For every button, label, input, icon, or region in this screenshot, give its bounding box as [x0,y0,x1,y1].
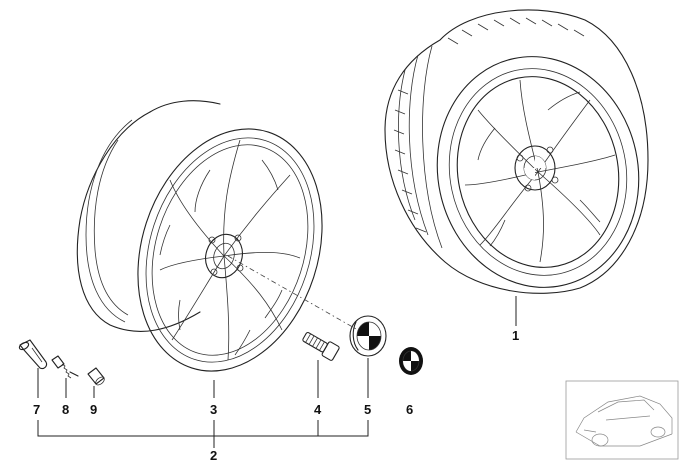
callout-1: 1 [512,328,519,343]
callout-9: 9 [90,402,97,417]
valve[interactable] [18,339,48,370]
callout-2: 2 [210,448,217,461]
callout-6: 6 [406,402,413,417]
wheel-bolt[interactable] [301,329,340,361]
callout-8: 8 [62,402,69,417]
alloy-rim[interactable] [76,100,352,395]
emblem[interactable] [399,347,423,375]
valve-cap[interactable] [87,367,106,387]
tire-wheel-assembly[interactable] [384,9,660,306]
callout-5: 5 [364,402,371,417]
callout-7: 7 [33,402,40,417]
leader-lines [37,296,517,448]
vehicle-thumbnail [565,380,679,460]
valve-insert[interactable] [51,355,79,379]
assembly-axis-line [227,255,373,339]
callout-3: 3 [210,402,217,417]
callout-4: 4 [314,402,322,417]
hub-cap[interactable] [349,315,387,357]
